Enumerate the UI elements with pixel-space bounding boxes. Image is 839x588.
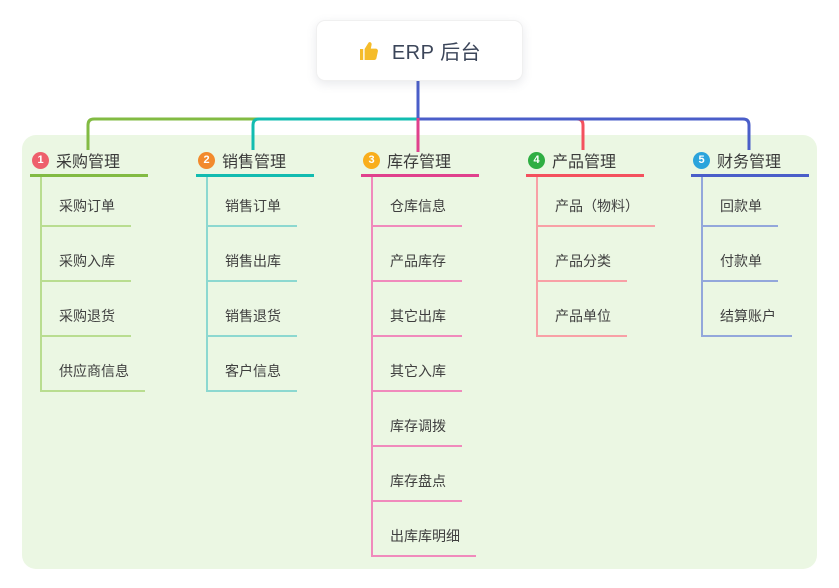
node-inout-detail[interactable]: 出库库明细 — [373, 502, 476, 557]
branch-2-label: 销售管理 — [222, 154, 287, 171]
branch-2-badge: 2 — [198, 151, 215, 169]
node-customer-info[interactable]: 客户信息 — [208, 337, 297, 392]
node-product-category[interactable]: 产品分类 — [538, 227, 627, 282]
node-supplier-info[interactable]: 供应商信息 — [42, 337, 145, 392]
node-stock-transfer[interactable]: 库存调拨 — [373, 392, 462, 447]
branch-5-label: 财务管理 — [717, 154, 782, 171]
node-stock-count[interactable]: 库存盘点 — [373, 447, 462, 502]
branch-purchase-mgmt[interactable]: 1 采购管理 — [30, 146, 148, 177]
node-other-inbound[interactable]: 其它入库 — [373, 337, 462, 392]
node-sales-outbound[interactable]: 销售出库 — [208, 227, 297, 282]
branch-sales-mgmt[interactable]: 2 销售管理 — [196, 146, 314, 177]
node-warehouse-info[interactable]: 仓库信息 — [373, 177, 462, 227]
node-payment-voucher[interactable]: 付款单 — [703, 227, 778, 282]
branch-4-badge: 4 — [528, 151, 545, 169]
branch-4-items: 产品（物料） 产品分类 产品单位 — [536, 177, 655, 337]
node-purchase-inbound[interactable]: 采购入库 — [42, 227, 131, 282]
branch-1-badge: 1 — [32, 151, 49, 169]
node-product-material[interactable]: 产品（物料） — [538, 177, 655, 227]
node-receipt-voucher[interactable]: 回款单 — [703, 177, 778, 227]
node-product-unit[interactable]: 产品单位 — [538, 282, 627, 337]
branch-2-items: 销售订单 销售出库 销售退货 客户信息 — [206, 177, 297, 392]
branch-4-label: 产品管理 — [552, 154, 617, 171]
branch-5-items: 回款单 付款单 结算账户 — [701, 177, 792, 337]
thumbs-up-icon — [359, 41, 378, 60]
node-settlement-account[interactable]: 结算账户 — [703, 282, 792, 337]
root-node-erp[interactable]: ERP 后台 — [316, 20, 523, 81]
branch-inventory-mgmt[interactable]: 3 库存管理 — [361, 146, 479, 177]
branch-3-items: 仓库信息 产品库存 其它出库 其它入库 库存调拨 库存盘点 出库库明细 — [371, 177, 476, 557]
branch-3-badge: 3 — [363, 151, 380, 169]
branch-finance-mgmt[interactable]: 5 财务管理 — [691, 146, 809, 177]
node-other-outbound[interactable]: 其它出库 — [373, 282, 462, 337]
branch-product-mgmt[interactable]: 4 产品管理 — [526, 146, 644, 177]
root-node-label: ERP 后台 — [391, 42, 482, 64]
branch-3-label: 库存管理 — [387, 154, 452, 171]
node-product-stock[interactable]: 产品库存 — [373, 227, 462, 282]
branch-1-label: 采购管理 — [56, 154, 121, 171]
branch-1-items: 采购订单 采购入库 采购退货 供应商信息 — [40, 177, 145, 392]
node-purchase-order[interactable]: 采购订单 — [42, 177, 131, 227]
node-sales-return[interactable]: 销售退货 — [208, 282, 297, 337]
branch-5-badge: 5 — [693, 151, 710, 169]
node-sales-order[interactable]: 销售订单 — [208, 177, 297, 227]
node-purchase-return[interactable]: 采购退货 — [42, 282, 131, 337]
branches-panel — [22, 135, 817, 569]
